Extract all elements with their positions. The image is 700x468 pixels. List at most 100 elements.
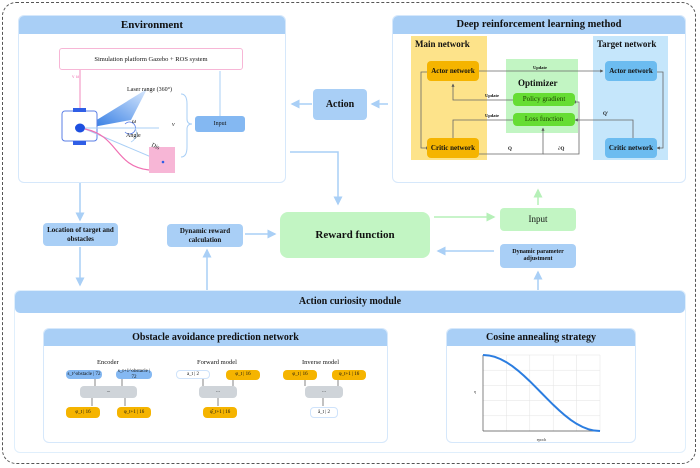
robot-scene — [61, 70, 221, 173]
policy-gradient-label: Policy gradient — [522, 95, 566, 104]
x-axis-label: epoch — [537, 437, 547, 442]
critic-network-label: Critic network — [430, 143, 476, 152]
loss-function-box: Loss function — [513, 113, 575, 126]
y-axis-label: η — [474, 389, 476, 394]
oapn-title: Obstacle avoidance prediction network — [44, 329, 387, 346]
target-square — [149, 147, 175, 173]
forward-input-2-label: φ_t | 16 — [235, 372, 251, 378]
robot-wheel-top — [73, 108, 86, 112]
loss-to-critic-line — [451, 119, 513, 147]
v-omega-label: v ω — [72, 75, 80, 80]
target-actor-to-critic-line — [656, 71, 664, 150]
loss-function-label: Loss function — [524, 115, 564, 124]
inverse-input-1: φ_t | 16 — [283, 370, 317, 380]
acm-title: Action curiosity module — [15, 291, 685, 313]
encoder-output-2-label: φ_t+1 | 16 — [123, 409, 145, 415]
environment-title: Environment — [19, 16, 285, 34]
dynamic-parameter-label: Dynamic parameter adjustment — [512, 249, 564, 262]
omega-label: ω — [132, 119, 137, 125]
forward-input-1-label: a_t | 2 — [186, 371, 200, 377]
dq-label: ∂Q — [558, 147, 565, 152]
encoder-title: Encoder — [97, 359, 119, 366]
dynamic-parameter-box: Dynamic parameter adjustment — [500, 244, 576, 268]
v-label: v — [172, 122, 175, 128]
robot-center — [75, 123, 85, 133]
q-prime-label: Q' — [603, 112, 609, 117]
update-pg-label: Update — [485, 93, 500, 98]
laser-label: Laser range (360°) — [127, 87, 173, 93]
drl-connectors — [420, 69, 664, 155]
encoder-output-1: φ_t | 16 — [66, 407, 100, 418]
forward-input-1: a_t | 2 — [176, 370, 210, 379]
encoder-hidden-label: ... — [106, 389, 111, 395]
update-top-label: Update — [533, 65, 548, 70]
optimizer-title: Optimizer — [518, 78, 558, 88]
target-network-title: Target network — [597, 39, 657, 49]
location-label: Location of target and obstacles — [47, 226, 114, 243]
env-input-label: Input — [213, 120, 227, 127]
inverse-hidden: ... — [305, 386, 343, 398]
critic-network-box: Critic network — [427, 138, 479, 158]
target-critic-label: Critic network — [608, 143, 654, 152]
outer-frame — [2, 2, 696, 464]
actor-to-critic-line — [420, 71, 430, 150]
inverse-input-2: φ_t+1 | 16 — [332, 370, 366, 380]
angle-arc — [130, 127, 137, 143]
forward-hidden-label: ... — [216, 389, 220, 395]
encoder-input-2: s_t+1^obstacle | 72 — [116, 368, 152, 380]
dynamic-reward-box: Dynamic reward calculation — [167, 224, 243, 247]
pink-path — [84, 128, 150, 171]
environment-panel: Environment Simulation platform Gazebo +… — [18, 15, 286, 183]
reward-function-label: Reward function — [315, 228, 395, 241]
encoder-input-1-label: s_t^obstacle | 72 — [67, 371, 101, 377]
encoder-output-1-label: φ_t | 16 — [75, 409, 91, 415]
encoder-input-2-label: s_t+1^obstacle | 72 — [117, 368, 151, 380]
simulation-platform-label: Simulation platform Gazebo + ROS system — [94, 55, 208, 63]
inverse-hidden-label: ... — [322, 389, 326, 395]
policy-gradient-box: Policy gradient — [513, 93, 575, 106]
main-network-title: Main network — [415, 39, 470, 49]
target-dot — [161, 160, 165, 164]
cosine-panel: Cosine annealing strategy — [446, 328, 636, 443]
reward-function-box: Reward function — [280, 212, 430, 258]
inverse-input-2-label: φ_t+1 | 16 — [338, 372, 360, 378]
forward-output-label: φ̂_t+1 | 16 — [209, 409, 231, 415]
location-box: Location of target and obstacles — [43, 223, 118, 246]
actor-network-label: Actor network — [431, 66, 475, 75]
policy-to-actor-line — [451, 83, 513, 101]
target-actor-box: Actor network — [605, 61, 657, 81]
brace — [180, 93, 193, 158]
q-prime-line — [574, 118, 634, 140]
forward-input-2: φ_t | 16 — [226, 370, 260, 380]
encoder-output-2: φ_t+1 | 16 — [117, 407, 151, 418]
forward-hidden: ... — [199, 386, 237, 398]
dynamic-reward-label: Dynamic reward calculation — [179, 227, 231, 244]
drl-title: Deep reinforcement learning method — [393, 16, 685, 34]
simulation-platform-box: Simulation platform Gazebo + ROS system — [59, 48, 243, 70]
inverse-title: Inverse model — [302, 359, 340, 366]
inverse-output: â_t | 2 — [310, 407, 338, 418]
action-box: Action — [313, 89, 367, 120]
inverse-input-1-label: φ_t | 16 — [292, 372, 308, 378]
env-input-box: Input — [195, 116, 245, 132]
robot-wheel-bottom — [73, 141, 86, 145]
drl-panel: Deep reinforcement learning method Main … — [392, 15, 686, 183]
laser-cone — [82, 89, 147, 129]
target-critic-box: Critic network — [605, 138, 657, 158]
input-box: Input — [500, 208, 576, 231]
q-label: Q — [508, 147, 512, 152]
angle-label: Angle — [126, 133, 141, 139]
forward-output: φ̂_t+1 | 16 — [203, 407, 237, 418]
actor-network-box: Actor network — [427, 61, 479, 81]
target-actor-label: Actor network — [609, 66, 653, 75]
cosine-title: Cosine annealing strategy — [447, 329, 635, 346]
encoder-input-1: s_t^obstacle | 72 — [66, 370, 102, 379]
input-label: Input — [528, 214, 548, 225]
encoder-hidden: ... — [80, 386, 137, 398]
inverse-output-label: â_t | 2 — [317, 409, 331, 415]
action-label: Action — [325, 98, 355, 110]
update-lf-label: Update — [485, 113, 500, 118]
dq-line — [543, 100, 580, 155]
